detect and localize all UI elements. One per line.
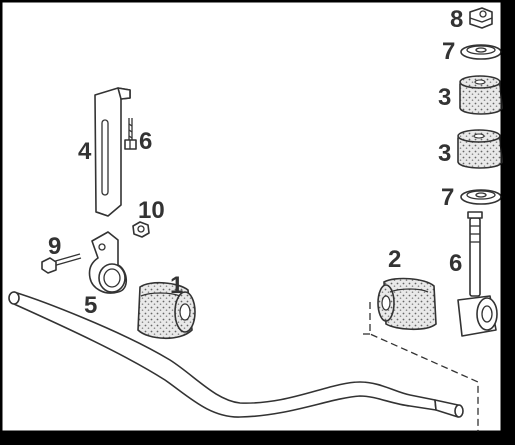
diagram-panel bbox=[2, 2, 501, 431]
assembly-bracket-lines bbox=[360, 302, 479, 432]
rubber-cushion-lower bbox=[457, 129, 503, 169]
bushing-1 bbox=[137, 281, 196, 340]
nut-10 bbox=[132, 221, 150, 238]
bushing-2 bbox=[377, 277, 437, 331]
callout-8: 8 bbox=[450, 6, 464, 33]
callout-3-lower: 3 bbox=[438, 140, 452, 167]
callout-7-top: 7 bbox=[442, 38, 456, 65]
mounting-bracket bbox=[94, 87, 131, 217]
callout-7-bottom: 7 bbox=[441, 184, 455, 211]
callout-6-link-rod: 6 bbox=[449, 250, 463, 277]
callout-4: 4 bbox=[78, 138, 92, 165]
rubber-cushion-upper bbox=[459, 75, 503, 115]
link-rod bbox=[457, 211, 498, 337]
callout-9: 9 bbox=[48, 233, 62, 260]
callout-2: 2 bbox=[388, 246, 402, 273]
callout-3-upper: 3 bbox=[438, 84, 452, 111]
washer-7-bottom bbox=[460, 189, 502, 205]
callout-1: 1 bbox=[170, 272, 184, 299]
bolt-9 bbox=[41, 253, 82, 274]
callout-5: 5 bbox=[84, 292, 98, 319]
washer-7-top bbox=[460, 44, 502, 60]
callout-10: 10 bbox=[138, 197, 165, 224]
callout-6-bolt: 6 bbox=[139, 128, 153, 155]
nut-8 bbox=[469, 7, 493, 29]
bolt-upper bbox=[124, 118, 137, 150]
stabilizer-bar bbox=[8, 291, 464, 418]
clamp bbox=[88, 231, 128, 294]
